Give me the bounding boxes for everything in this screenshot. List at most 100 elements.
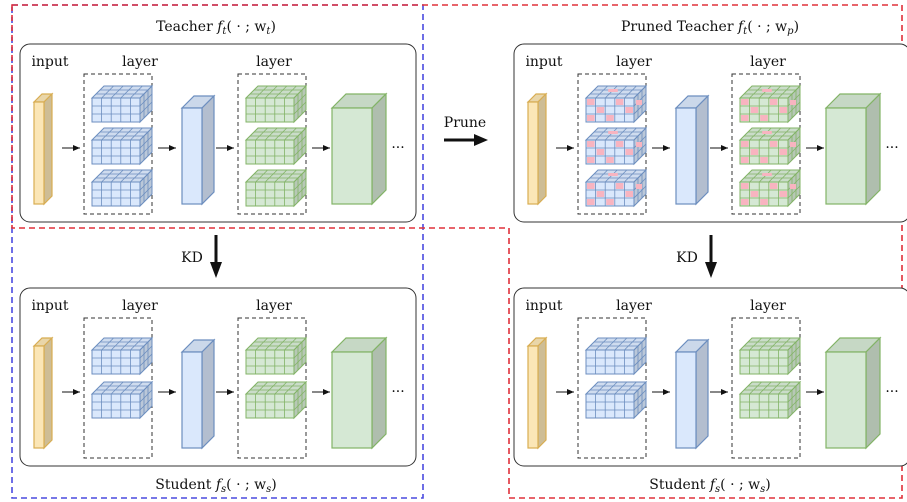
teacher-panel-blue-cube-2 <box>90 126 154 166</box>
pruned-teacher-panel-green-cube-2-pruned-cell <box>790 142 796 147</box>
teacher-panel-layer-label-2: layer <box>256 54 292 70</box>
pruned-teacher-panel-blue-cube-2-side-gridline <box>633 143 647 157</box>
teacher-panel-blue-cube-1-front <box>91 97 141 123</box>
student-right-panel-layer-box-2 <box>731 317 801 459</box>
pruned-teacher-panel-green-cube-3-pruned-cell <box>790 184 796 189</box>
pruned-teacher-panel-green-cube-1-pruned-cell <box>750 107 759 113</box>
pruned-teacher-panel-green-cube-1-pruned-cell <box>769 99 778 105</box>
student-left-panel-green-cube-1-top-gridline <box>264 337 278 351</box>
pruned-teacher-panel-blue-block-front <box>675 107 697 205</box>
student-left-panel-green-cube-1 <box>244 336 308 376</box>
student-left-panel-box <box>19 287 417 467</box>
student-left-panel-green-cube-2-side-gridline <box>293 397 307 411</box>
student-right-panel-blue-cube-2-side-gridline <box>633 389 647 403</box>
teacher-panel-blue-block <box>180 94 216 206</box>
pruned-teacher-panel-green-cube-3-top-gridline <box>749 169 762 183</box>
teacher-panel-green-cube-1-top-gridline <box>284 85 297 99</box>
pruned-teacher-panel-green-cube-3-pruned-cell <box>741 183 749 189</box>
pruned-teacher-panel-blue-cube-3-pruned-cell <box>587 199 595 205</box>
student-left-panel-blue-cube-2-side-gridline <box>139 397 153 411</box>
student-right-panel-green-cube-2 <box>738 380 802 420</box>
teacher-panel-green-cube-2-top-gridline <box>264 127 278 141</box>
kd-label-left: KD <box>181 250 203 266</box>
student-left-panel-blue-cube-1-top-gridline <box>130 337 143 351</box>
teacher-panel-blue-cube-1-top-gridline <box>101 85 114 99</box>
pruned-teacher-panel-green-cube-1-pruned-cell <box>741 99 749 105</box>
pruned-teacher-panel-blue-cube-2-pruned-cell <box>608 131 618 134</box>
student-left-panel-input-block-front <box>33 345 45 449</box>
pruned-teacher-panel-blue-cube-1-pruned-cell <box>636 100 642 105</box>
pruned-teacher-panel-input-block <box>526 92 548 206</box>
student-right-panel-blue-cube-1-top-gridline <box>614 337 628 351</box>
pruned-teacher-panel-blue-cube-2-pruned-cell <box>636 142 642 147</box>
pruned-teacher-panel-green-cube-3-top-gridline <box>778 169 791 183</box>
pruned-teacher-panel-green-cube-1-top-gridline <box>749 85 762 99</box>
pruned-teacher-panel-green-cube-2-top-gridline <box>768 127 782 141</box>
student-left-panel-blue-cube-2-top-gridline <box>101 381 114 395</box>
pruned-teacher-panel-green-cube-1-top-gridline <box>768 85 782 99</box>
teacher-panel-layer-box-1 <box>83 73 153 215</box>
pruned-teacher-panel-green-cube-1-pruned-cell <box>790 100 796 105</box>
pruned-teacher-panel-input-block-side <box>537 92 547 206</box>
kd-label-right: KD <box>676 250 698 266</box>
student-right-panel-blue-cube-1-side-gridline <box>633 345 647 359</box>
student-right-panel-green-block-side <box>865 336 881 450</box>
student-right-panel-green-cube-1-top-gridline <box>778 337 791 351</box>
teacher-panel-blue-cube-2-side-gridline <box>139 135 153 149</box>
student-left-panel-blue-cube-1-front <box>91 349 141 375</box>
teacher-panel-green-cube-3-top-gridline <box>284 169 297 183</box>
student-left-panel-layer-label-2: layer <box>256 298 292 314</box>
pruned-teacher-panel-blue-cube-1-top-gridline <box>614 85 628 99</box>
pruned-teacher-panel-blue-cube-2-top-gridline <box>614 127 628 141</box>
student-left-panel-blue-cube-2 <box>90 380 154 420</box>
pruned-teacher-panel-blue-cube-2-top-gridline <box>624 127 637 141</box>
pruned-teacher-panel-green-cube-3-pruned-cell <box>779 191 787 197</box>
pruned-teacher-panel-blue-cube-3-side-gridline <box>633 185 647 199</box>
student-right-panel-green-cube-2-front <box>739 393 789 419</box>
student-left-panel-green-block-side <box>371 336 387 450</box>
teacher-panel-green-cube-3-side-gridline <box>293 177 307 191</box>
pruned-teacher-panel-blue-cube-1-pruned-cell <box>615 99 624 105</box>
student-right-panel-blue-block <box>674 338 710 450</box>
student-right-panel-blue-cube-2-top-gridline <box>604 381 618 395</box>
student-right-panel-blue-cube-2-front <box>585 393 635 419</box>
student-left-panel-green-cube-1-top-gridline <box>274 337 288 351</box>
pruned-teacher-panel-green-cube-2-side-gridline <box>787 143 801 157</box>
teacher-panel-green-cube-3-side-gridline <box>293 185 307 199</box>
teacher-panel-blue-cube-2-side-gridline <box>139 143 153 157</box>
student-left-panel-green-cube-1-top-gridline <box>255 337 268 351</box>
student-left-panel-blue-cube-1-top-gridline <box>101 337 114 351</box>
student-right-panel-layer-label-2: layer <box>750 298 786 314</box>
pruned-teacher-panel-blue-cube-1-pruned-cell <box>587 99 595 105</box>
pruned-teacher-panel-green-cube-2-pruned-cell <box>750 149 759 155</box>
teacher-panel-green-cube-2-front <box>245 139 295 165</box>
teacher-title: Teacher ft( · ; wt) <box>156 19 276 37</box>
pruned-teacher-panel-blue-cube-1-pruned-cell <box>608 89 618 92</box>
student-right-panel-green-cube-1-top-gridline <box>758 337 772 351</box>
teacher-panel-green-cube-2-top-gridline <box>255 127 268 141</box>
teacher-panel-green-cube-3-front <box>245 181 295 207</box>
teacher-panel-green-cube-1 <box>244 84 308 124</box>
student-left-panel-layer-box-2 <box>237 317 307 459</box>
pruned-teacher-panel-layer-label-1: layer <box>616 54 652 70</box>
student-left-panel-input-block-side <box>43 336 53 450</box>
pruned-teacher-panel-blue-cube-1 <box>584 84 648 124</box>
student-left-panel-blue-cube-1-side-gridline <box>139 345 153 359</box>
teacher-panel-blue-cube-3-top-gridline <box>110 169 124 183</box>
teacher-panel-green-cube-2-top-gridline <box>274 127 288 141</box>
teacher-panel-green-cube-1-front <box>245 97 295 123</box>
student-left-panel-input-label: input <box>31 298 68 314</box>
pruned-teacher-panel-green-cube-3-side-gridline <box>787 185 801 199</box>
pruned-teacher-panel-blue-block-side <box>695 94 709 206</box>
teacher-panel-ellipsis: ··· <box>391 140 404 156</box>
teacher-panel-blue-block-side <box>201 94 215 206</box>
pruned-teacher-panel-green-block <box>824 92 882 206</box>
student-left-panel-blue-block-front <box>181 351 203 449</box>
teacher-panel-input-label: input <box>31 54 68 70</box>
teacher-panel-blue-cube-2-top-gridline <box>101 127 114 141</box>
pruned-teacher-panel-blue-cube-3-pruned-cell <box>608 173 618 176</box>
student-left-panel-green-block <box>330 336 388 450</box>
student-left-panel-layer-label-1: layer <box>122 298 158 314</box>
